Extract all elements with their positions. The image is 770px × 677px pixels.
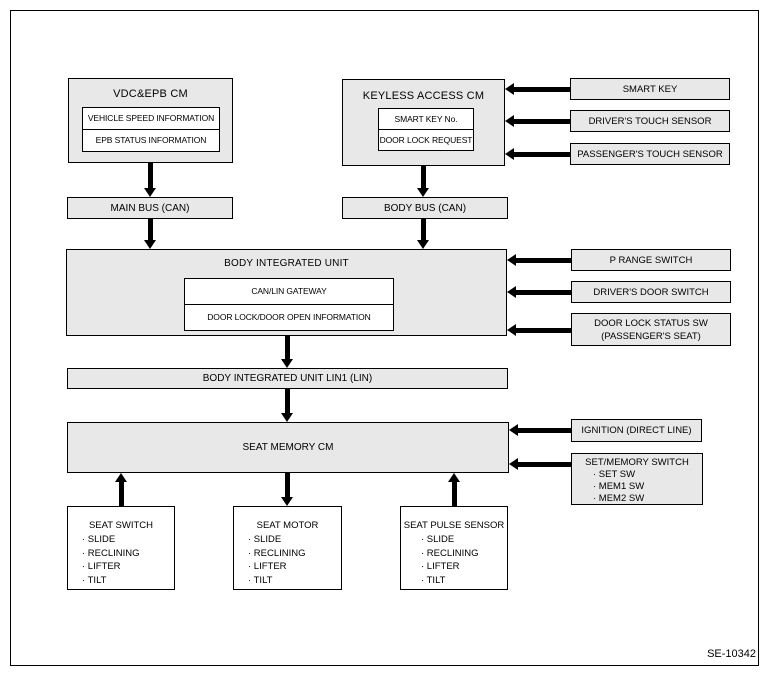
arrow-passengers-touch-to-keyless-head [505, 148, 514, 160]
bus-body-can: BODY BUS (CAN) [342, 197, 508, 219]
mem1-sw-item: · MEM1 SW [593, 481, 645, 492]
module-vdc-epb-signals: VEHICLE SPEED INFORMATION EPB STATUS INF… [82, 107, 220, 152]
unit-seat-switch: SEAT SWITCH · SLIDE · RECLINING · LIFTER… [67, 506, 175, 590]
unit-seat-motor: SEAT MOTOR · SLIDE · RECLINING · LIFTER … [233, 506, 342, 590]
set-memory-switch-title: SET/MEMORY SWITCH [585, 457, 689, 468]
arrow-smart-key-to-keyless-head [505, 83, 514, 95]
arrow-seat-switch-to-seat-memory-head [115, 473, 127, 482]
input-ignition-direct-line: IGNITION (DIRECT LINE) [571, 419, 702, 442]
mem2-sw-item: · MEM2 SW [593, 493, 645, 504]
arrow-seat-switch-to-seat-memory [119, 482, 124, 506]
arrow-keyless-to-body-bus-head [417, 188, 429, 197]
seat-pulse-reclining: · RECLINING [421, 547, 479, 559]
signal-vehicle-speed: VEHICLE SPEED INFORMATION [87, 113, 215, 123]
arrow-body-bus-to-biu-head [417, 240, 429, 249]
arrow-keyless-to-body-bus [421, 166, 426, 188]
signal-smart-key-no: SMART KEY No. [394, 114, 458, 124]
arrow-ignition-to-seat-memory [518, 428, 571, 433]
arrow-smart-key-to-keyless [514, 87, 570, 92]
arrow-biu-to-lin1-head [281, 359, 293, 368]
arrow-main-bus-to-biu-head [144, 240, 156, 249]
unit-seat-pulse-sensor: SEAT PULSE SENSOR · SLIDE · RECLINING · … [400, 506, 508, 590]
arrow-seat-pulse-to-seat-memory [452, 482, 457, 506]
arrow-drivers-door-to-biu-head [507, 286, 516, 298]
arrow-vdc-to-main-bus-head [144, 188, 156, 197]
arrow-lin1-to-seat-memory [285, 389, 290, 413]
input-door-lock-status-sw: DOOR LOCK STATUS SW (PASSENGER'S SEAT) [571, 313, 731, 346]
input-drivers-door-switch: DRIVER'S DOOR SWITCH [571, 281, 731, 303]
arrow-drivers-touch-to-keyless-head [505, 115, 514, 127]
seat-motor-slide: · SLIDE [248, 534, 282, 545]
arrow-vdc-to-main-bus [148, 163, 153, 188]
arrow-body-bus-to-biu [421, 219, 426, 240]
arrow-seat-pulse-to-seat-memory-head [448, 473, 460, 482]
arrow-set-memory-to-seat-memory [518, 462, 571, 467]
figure-label: SE-10342 [707, 648, 756, 660]
module-biu-title: BODY INTEGRATED UNIT [224, 258, 349, 269]
signal-can-lin-gateway: CAN/LIN GATEWAY [251, 286, 327, 296]
arrow-p-range-to-biu [516, 258, 571, 263]
arrow-p-range-to-biu-head [507, 254, 516, 266]
module-keyless-access-title: KEYLESS ACCESS CM [362, 90, 485, 102]
seat-motor-tilt: · TILT [248, 574, 273, 586]
arrow-main-bus-to-biu [148, 219, 153, 240]
arrow-set-memory-to-seat-memory-head [509, 458, 518, 470]
module-body-integrated-unit: BODY INTEGRATED UNIT CAN/LIN GATEWAY DOO… [66, 249, 507, 336]
arrow-door-lock-status-to-biu-head [507, 324, 516, 336]
arrow-drivers-door-to-biu [516, 290, 571, 295]
arrow-passengers-touch-to-keyless [514, 152, 570, 157]
signal-door-lock-open-info: DOOR LOCK/DOOR OPEN INFORMATION [185, 304, 393, 330]
unit-seat-switch-title: SEAT SWITCH [88, 520, 154, 531]
signal-epb-status: EPB STATUS INFORMATION [83, 129, 219, 151]
input-set-memory-switch: SET/MEMORY SWITCH · SET SW · MEM1 SW · M… [571, 453, 703, 505]
seat-pulse-slide: · SLIDE [421, 534, 455, 545]
seat-switch-lifter: · LIFTER [82, 561, 121, 572]
module-keyless-access: KEYLESS ACCESS CM SMART KEY No. DOOR LOC… [342, 79, 505, 166]
seat-motor-reclining: · RECLINING [248, 547, 306, 559]
seat-switch-tilt: · TILT [82, 574, 107, 586]
set-sw-item: · SET SW [593, 469, 636, 480]
input-drivers-touch-sensor: DRIVER'S TOUCH SENSOR [570, 110, 730, 132]
seat-pulse-lifter: · LIFTER [421, 561, 460, 572]
seat-switch-reclining: · RECLINING [82, 547, 140, 559]
arrow-door-lock-status-to-biu [516, 328, 571, 333]
arrow-seat-memory-to-seat-motor [285, 473, 290, 497]
arrow-lin1-to-seat-memory-head [281, 413, 293, 422]
module-seat-memory-cm: SEAT MEMORY CM [67, 422, 509, 473]
seat-switch-slide: · SLIDE [82, 534, 116, 545]
module-vdc-epb: VDC&EPB CM VEHICLE SPEED INFORMATION EPB… [68, 78, 233, 163]
arrow-ignition-to-seat-memory-head [509, 424, 518, 436]
diagram-border [10, 10, 759, 666]
signal-door-lock-request: DOOR LOCK REQUEST [379, 129, 473, 150]
module-biu-signals: CAN/LIN GATEWAY DOOR LOCK/DOOR OPEN INFO… [184, 278, 394, 331]
bus-main-can: MAIN BUS (CAN) [67, 197, 233, 219]
input-smart-key: SMART KEY [570, 78, 730, 100]
unit-seat-motor-title: SEAT MOTOR [256, 520, 319, 531]
bus-biu-lin1: BODY INTEGRATED UNIT LIN1 (LIN) [67, 368, 508, 389]
arrow-biu-to-lin1 [285, 336, 290, 359]
unit-seat-pulse-sensor-title: SEAT PULSE SENSOR [403, 520, 505, 531]
seat-motor-lifter: · LIFTER [248, 561, 287, 572]
module-keyless-signals: SMART KEY No. DOOR LOCK REQUEST [378, 108, 474, 151]
input-p-range-switch: P RANGE SWITCH [571, 249, 731, 271]
module-vdc-epb-title: VDC&EPB CM [113, 88, 188, 100]
arrow-drivers-touch-to-keyless [514, 119, 570, 124]
input-passengers-touch-sensor: PASSENGER'S TOUCH SENSOR [570, 143, 730, 165]
arrow-seat-memory-to-seat-motor-head [281, 497, 293, 506]
seat-pulse-tilt: · TILT [421, 574, 446, 586]
